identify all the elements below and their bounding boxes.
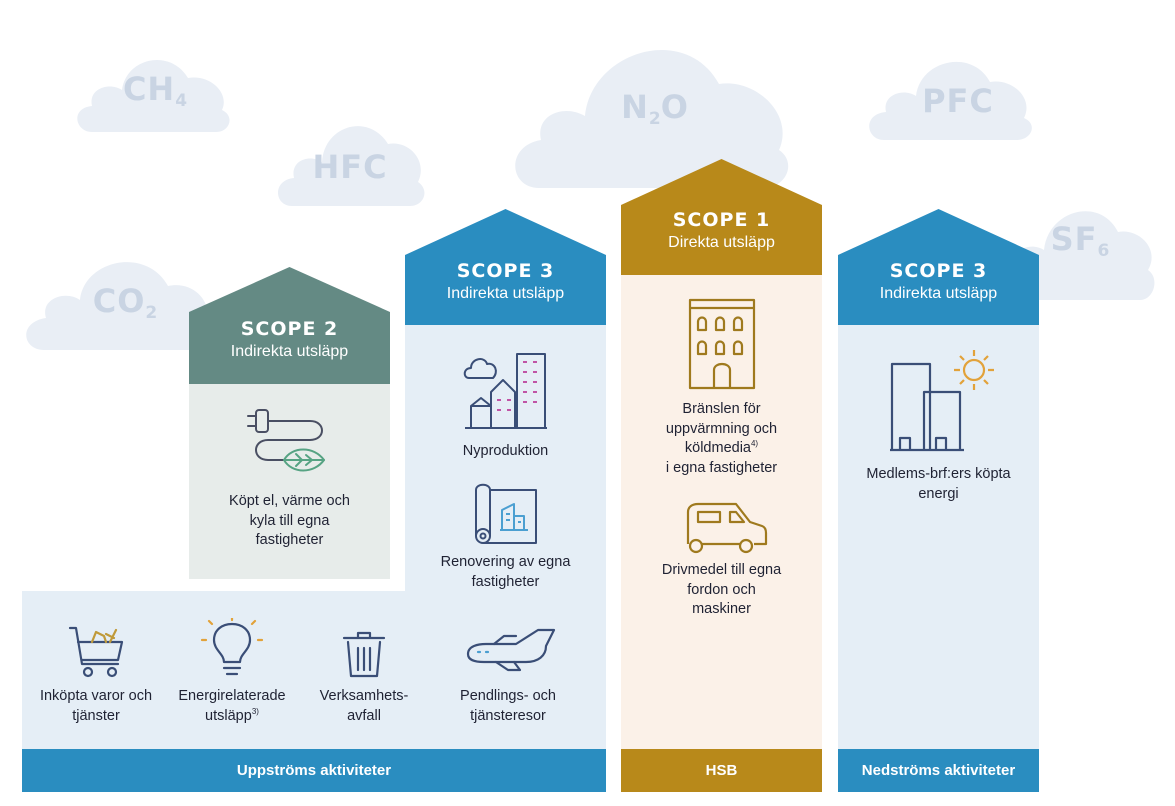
scope2-panel [189, 383, 390, 579]
trash-bin-icon [342, 631, 386, 678]
scope1-roof [621, 159, 822, 275]
downstream-bar: Nedströms aktiviteter [838, 749, 1039, 792]
renovering-label: Renovering av egna fastigheter [440, 554, 571, 590]
cloud-ch4 [77, 60, 230, 132]
cloud-pfc [869, 61, 1032, 140]
cloud-hfc [278, 126, 425, 206]
energi-label: Energirelaterade utsläpp3) [178, 688, 286, 724]
drivmedel-label: Drivmedel till egna fordon och maskiner [661, 562, 782, 618]
city-buildings-icon [463, 353, 547, 429]
scope3-down-subtitle: Indirekta utsläpp [879, 284, 998, 302]
kopt-el-label: Köpt el, värme och kyla till egna fastig… [229, 493, 350, 549]
scope3-down-roof [838, 209, 1039, 325]
van-icon [686, 502, 768, 554]
gas-pfc-label: PFC [922, 82, 994, 120]
scope3-up-roof [405, 209, 606, 325]
cloud-n2o [515, 49, 789, 189]
solar-building-icon [890, 350, 994, 452]
scope3-down-panel [838, 324, 1039, 749]
inkopta-label: Inköpta varor och tjänster [39, 688, 153, 724]
gas-hfc-label: HFC [312, 148, 388, 186]
medlems-label: Medlems-brf:ers köpta energi [866, 466, 1011, 502]
hsb-bar: HSB [621, 749, 822, 792]
scope3-up-subtitle: Indirekta utsläpp [446, 284, 565, 302]
verksamhet-label: Verksamhets-avfall [319, 688, 409, 724]
scope1-title: SCOPE 1 [672, 209, 771, 231]
scope3-up-title: SCOPE 3 [456, 260, 555, 282]
building-icon [688, 298, 756, 390]
scope2-roof [189, 267, 390, 384]
scope3-down-heading: SCOPE 3 Indirekta utsläpp [838, 260, 1039, 303]
scope2-heading: SCOPE 2 Indirekta utsläpp [189, 318, 390, 361]
upstream-bar: Uppströms aktiviteter [22, 749, 606, 792]
lightbulb-icon [200, 618, 264, 676]
gas-sf6-label: SF6 [1050, 220, 1110, 261]
gas-co2-label: CO2 [92, 282, 158, 323]
scope3-up-panel [405, 324, 606, 591]
gas-ch4-label: CH4 [122, 70, 188, 111]
bransle-label: Bränslen för uppvärmning och köldmedia4)… [665, 401, 778, 476]
cloud-co2 [26, 262, 211, 350]
scope1-heading: SCOPE 1 Direkta utsläpp [621, 209, 822, 252]
scope1-subtitle: Direkta utsläpp [668, 233, 775, 251]
scope3-up-heading: SCOPE 3 Indirekta utsläpp [405, 260, 606, 303]
plug-leaf-icon [247, 409, 325, 472]
blueprint-roll-icon [475, 483, 537, 544]
pendling-label: Pendlings- och tjänsteresor [460, 688, 556, 724]
airplane-icon [466, 628, 556, 672]
scope3-down-title: SCOPE 3 [889, 260, 988, 282]
scope2-title: SCOPE 2 [240, 318, 339, 340]
nyproduktion-label: Nyproduktion [462, 443, 549, 459]
gas-n2o-label: N2O [621, 88, 689, 129]
scope2-subtitle: Indirekta utsläpp [230, 342, 349, 360]
shopping-cart-icon [68, 626, 124, 678]
